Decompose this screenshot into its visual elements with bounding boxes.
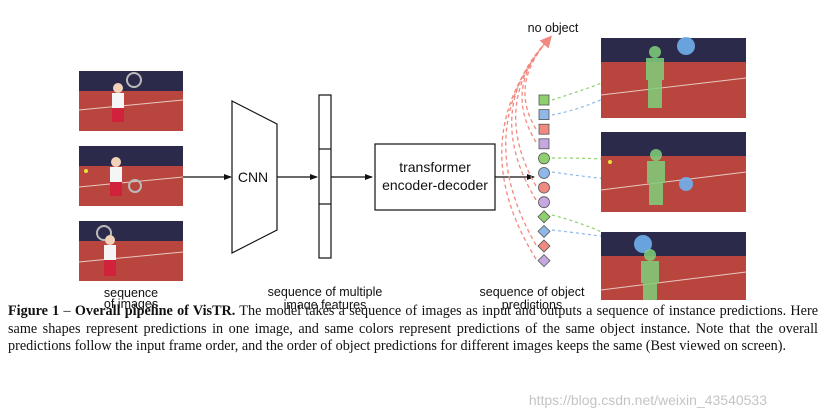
caption-title: Overall pipeline of VisTR. [74, 303, 236, 319]
vistr-pipeline-diagram: sequence CNN transformer encoder-decoder… [78, 21, 747, 300]
prediction-circle-blue [538, 167, 550, 179]
cnn-label: CNN [238, 169, 268, 185]
diagram-bottom-labels: of images sequence of multiple image fea… [104, 285, 585, 310]
prediction-square-green [538, 94, 550, 106]
output-frame-3 [600, 232, 747, 300]
prediction-diamond-purple [537, 254, 551, 268]
predictions-label-line1: sequence of object [480, 285, 585, 299]
input-frame-1 [78, 71, 184, 131]
prediction-diamond-red [537, 239, 551, 253]
prediction-circle-red [538, 181, 550, 194]
feature-sequence-column [318, 94, 332, 259]
prediction-markers [537, 94, 551, 268]
input-frame-2 [78, 146, 184, 206]
prediction-square-blue [538, 109, 550, 120]
no-object-arrows [501, 35, 552, 260]
features-label-line2: image features [284, 298, 367, 310]
prediction-circle-green [538, 152, 550, 165]
prediction-circle-purple [538, 196, 550, 209]
caption-dash: – [59, 303, 75, 319]
features-label-line1: sequence of multiple [268, 285, 383, 299]
prediction-diamond-blue [537, 224, 551, 238]
predictions-label-line2: predictions [502, 298, 562, 310]
no-object-label: no object [528, 21, 579, 35]
cnn-block [231, 100, 278, 254]
prediction-diamond-green [537, 210, 551, 224]
transformer-label-line2: encoder-decoder [382, 177, 488, 193]
output-frame-1 [600, 37, 747, 118]
caption-label: Figure 1 [8, 303, 60, 319]
figure-caption: Figure 1 – Overall pipeline of VisTR. Th… [8, 303, 818, 356]
input-label-line2: of images [104, 297, 158, 310]
prediction-square-red [538, 123, 550, 135]
prediction-square-purple [538, 138, 550, 150]
output-frame-2 [600, 132, 747, 212]
caption-body: The model takes a sequence of images as … [8, 303, 818, 354]
transformer-label-line1: transformer [399, 159, 471, 175]
input-frame-3 [78, 221, 184, 281]
watermark: https://blog.csdn.net/weixin_43540533 [528, 392, 767, 408]
input-label-line1: sequence [104, 286, 158, 300]
